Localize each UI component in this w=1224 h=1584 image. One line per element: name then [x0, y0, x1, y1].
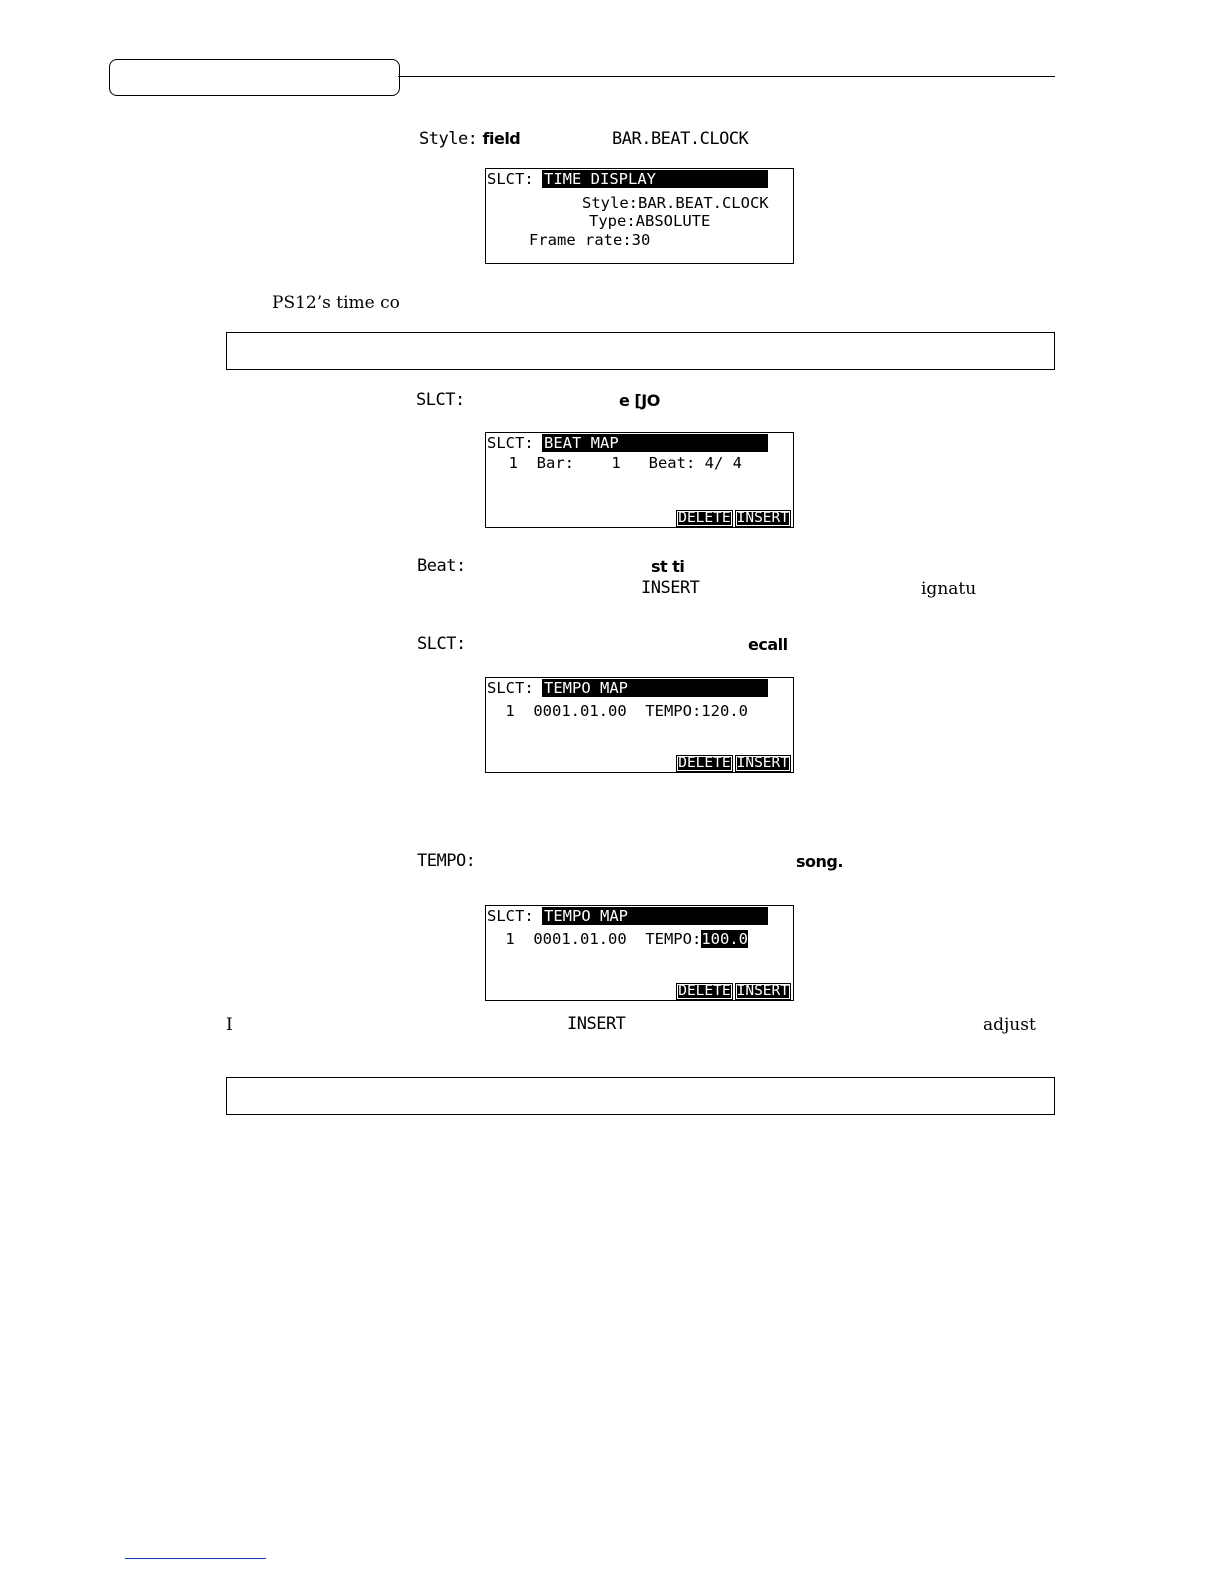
lcd-title: BEAT MAP [542, 434, 768, 452]
jog-fragment: e [JO [619, 391, 660, 410]
style-value: BAR.BEAT.CLOCK [612, 129, 749, 149]
style-label: Style: [419, 129, 478, 149]
slct-label: SLCT: [416, 390, 465, 410]
time-code-caption: PS12’s time co [272, 293, 400, 313]
lcd-tempo-edit: SLCT: TEMPO MAP 1 0001.01.00 TEMPO:100.0… [485, 905, 794, 1001]
delete-softkey[interactable]: DELETE [676, 983, 733, 1000]
song-fragment: song. [796, 852, 843, 871]
lcd-slct-label: SLCT: [487, 170, 534, 188]
style-field-line: Style: field [419, 129, 521, 149]
delete-softkey[interactable]: DELETE [676, 510, 733, 527]
delete-softkey[interactable]: DELETE [676, 755, 733, 772]
lcd-tempo-row[interactable]: 1 0001.01.00 TEMPO:100.0 [496, 930, 748, 949]
field-word: field [482, 129, 521, 148]
lcd-softkeys: DELETE INSERT [674, 755, 791, 772]
lcd-frame-rate-line[interactable]: Frame rate:30 [529, 231, 651, 249]
lcd-style-line[interactable]: Style:BAR.BEAT.CLOCK [582, 194, 769, 212]
insert-word: INSERT [567, 1014, 626, 1034]
beat-bold-fragment: st ti [651, 557, 685, 576]
insert-softkey[interactable]: INSERT [734, 510, 791, 527]
slct-label: SLCT: [417, 634, 466, 654]
signature-fragment: ignatu [921, 579, 977, 599]
recall-fragment: ecall [748, 635, 788, 654]
paragraph-start: I [226, 1015, 233, 1035]
lcd-tempo-row[interactable]: 1 0001.01.00 TEMPO:120.0 [496, 702, 748, 720]
lcd-softkeys: DELETE INSERT [674, 983, 791, 1000]
insert-softkey[interactable]: INSERT [734, 983, 791, 1000]
lcd-slct-label: SLCT: [487, 679, 534, 697]
lcd-softkeys: DELETE INSERT [674, 510, 791, 527]
note-box-1 [226, 332, 1055, 370]
tempo-value-cursor[interactable]: 100.0 [701, 930, 748, 948]
note-box-2 [226, 1077, 1055, 1115]
adjust-fragment: adjust [983, 1015, 1036, 1035]
beat-label: Beat: [417, 556, 466, 576]
lcd-slct-label: SLCT: [487, 434, 534, 452]
header-rule [398, 76, 1055, 77]
lcd-beat-map: SLCT: BEAT MAP 1 Bar: 1 Beat: 4/ 4 DELET… [485, 432, 794, 528]
footer-link-underline[interactable] [125, 1558, 266, 1559]
lcd-tempo-map: SLCT: TEMPO MAP 1 0001.01.00 TEMPO:120.0… [485, 677, 794, 773]
insert-word: INSERT [641, 578, 700, 598]
lcd-type-line[interactable]: Type:ABSOLUTE [589, 212, 711, 230]
lcd-tempo-row-prefix: 1 0001.01.00 TEMPO: [496, 930, 702, 948]
lcd-slct-label: SLCT: [487, 907, 534, 925]
insert-softkey[interactable]: INSERT [734, 755, 791, 772]
lcd-title: TEMPO MAP [542, 907, 768, 925]
lcd-beat-row[interactable]: 1 Bar: 1 Beat: 4/ 4 [490, 454, 742, 472]
chapter-tab [109, 59, 400, 96]
lcd-title: TEMPO MAP [542, 679, 768, 697]
lcd-title: TIME DISPLAY [542, 170, 768, 188]
tempo-label: TEMPO: [417, 851, 476, 871]
lcd-time-display: SLCT: TIME DISPLAY Style:BAR.BEAT.CLOCK … [485, 168, 794, 264]
